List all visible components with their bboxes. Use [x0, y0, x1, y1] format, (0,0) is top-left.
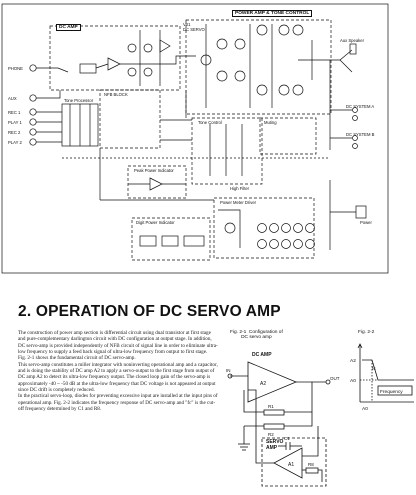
fig21-r2-label: R2 [268, 432, 274, 437]
play1-input-label: PLAY 1 [8, 120, 22, 125]
power-meter-driver-label: Power Meter Driver [220, 200, 257, 205]
aux-input-label: AUX [8, 96, 17, 101]
fig22-fc-label: fc [372, 366, 376, 372]
tone-processor-label: Tone Processor [64, 98, 94, 103]
rec2-input-label: REC 2 [8, 130, 21, 135]
rec1-input-label: REC 1 [8, 110, 21, 115]
fig21-dc-amp-label: DC AMP [252, 352, 272, 358]
dc-servo-label: V01 DC SERVO [183, 22, 205, 32]
high-filter-label: High Filter [230, 186, 250, 191]
paragraph: The construction of power amp section is… [18, 330, 218, 356]
tone-control-label: Tone Control [198, 120, 222, 125]
fig22-x-label: Frequency [380, 389, 403, 395]
fig21-circuit: DC AMP A2 A1 R1 R2 R8 C1 OUT IN [226, 352, 340, 487]
section-title: 2. OPERATION OF DC SERVO AMP [18, 303, 281, 320]
paragraph: Fig. 2-1 shows the fundamental circuit o… [18, 355, 136, 362]
dc-amp-section-label: DC AMP [56, 24, 81, 31]
fig22-y-top-label: A2 [350, 358, 356, 364]
peak-power-indicator-label: Peak Power Indicator [134, 168, 174, 173]
fig21-r1-label: R1 [268, 404, 274, 409]
nfb-block-label: NFB BLOCK [104, 92, 128, 97]
fig22-y-bottom-label: A0 [362, 406, 368, 412]
phone-input-label: PHONE [8, 66, 23, 71]
paragraph: In the practical servo-loop, diodes for … [18, 393, 218, 413]
body-text: The construction of power amp section is… [18, 330, 218, 412]
fig21-r8-label: R8 [308, 462, 314, 467]
dc-system-b-label: DC SYSTEM B [346, 132, 375, 137]
fig21-out-label: OUT [330, 376, 340, 381]
power-amp-section-label: POWER AMP & TONE CONTROL [232, 10, 313, 17]
fig22-y-mid-label: A0 [350, 378, 356, 384]
fig21-servo-amp-label: SERVO AMP [266, 439, 284, 451]
fig22-diagram: A2 A0 fc Frequency A0 [348, 340, 416, 420]
play2-input-label: PLAY 2 [8, 140, 22, 145]
amplifier-schematic: DC AMP POWER AMP & TONE CONTROL V01 DC S… [1, 3, 389, 274]
schematic-drawing [1, 3, 389, 274]
power-label: Power [360, 220, 372, 225]
fig21-in-label: IN [226, 368, 231, 373]
fig21-a2-label: A2 [260, 381, 266, 387]
paragraph: This servo-amp constitutes a miller inte… [18, 361, 218, 394]
fig22-caption: Fig. 2-2 [358, 330, 375, 335]
fig21-a1-label: A1 [288, 462, 294, 468]
muting-label: Muting [264, 120, 277, 125]
fig21-diagram: DC AMP A2 A1 R1 R2 R8 C1 OUT IN SERVO AM… [226, 344, 356, 490]
digit-power-indicator-label: Digit Power Indicator [136, 220, 175, 225]
dc-system-a-label: DC SYSTEM A [346, 104, 375, 109]
fig21-c1-label: C1 [284, 436, 290, 441]
fig21-caption: Fig. 2-1 Configuration of DC servo amp [230, 330, 283, 341]
aux-speaker-label: Aux Speaker [340, 38, 364, 43]
fig22-response-plot: A2 A0 fc Frequency A0 [350, 343, 414, 412]
